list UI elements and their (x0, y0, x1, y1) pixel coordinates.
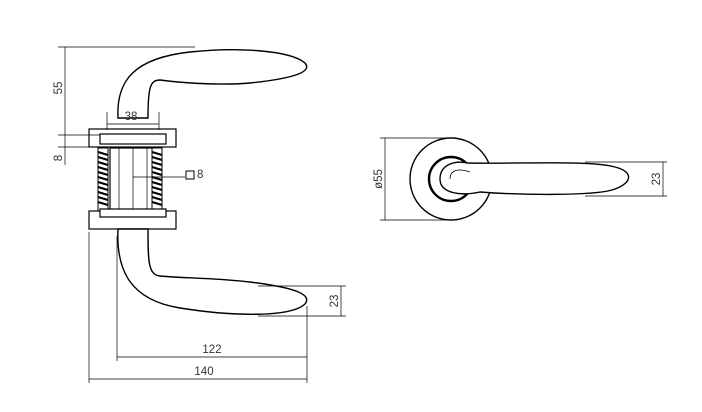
dim-23-side-label: 23 (329, 295, 341, 308)
dim-140: 140 (88, 232, 308, 383)
dim-38-label: 38 (125, 111, 138, 123)
front-lever (439, 161, 630, 196)
dim-140-label: 140 (194, 366, 213, 378)
dim-diameter-55: ø55 (373, 137, 451, 221)
dim-38: 38 (106, 111, 160, 130)
front-view: ø55 23 (373, 137, 667, 221)
dim-122-label: 122 (202, 344, 221, 356)
dim-spindle-8: 8 (133, 169, 203, 181)
dim-23-front-label: 23 (651, 173, 663, 186)
dim-spindle-8-label: 8 (197, 169, 203, 181)
bottom-rose-inner (99, 208, 167, 218)
dim-122: 122 (116, 236, 308, 361)
left-screw-thread (97, 147, 109, 212)
bottom-lever (117, 228, 308, 315)
top-rose-inner (99, 133, 167, 145)
dim-23-front: 23 (585, 161, 667, 197)
square-symbol-icon (185, 170, 195, 180)
dim-diameter-55-label: ø55 (373, 169, 385, 189)
dim-55: 55 (53, 46, 195, 136)
right-screw-thread (151, 147, 163, 212)
dim-8-rose-label: 8 (53, 155, 65, 161)
dim-8-rose: 8 (53, 135, 100, 165)
dim-55-label: 55 (53, 82, 65, 95)
side-view: 55 8 38 8 23 (53, 46, 346, 383)
top-lever (117, 49, 308, 119)
dim-23-side: 23 (258, 285, 346, 317)
